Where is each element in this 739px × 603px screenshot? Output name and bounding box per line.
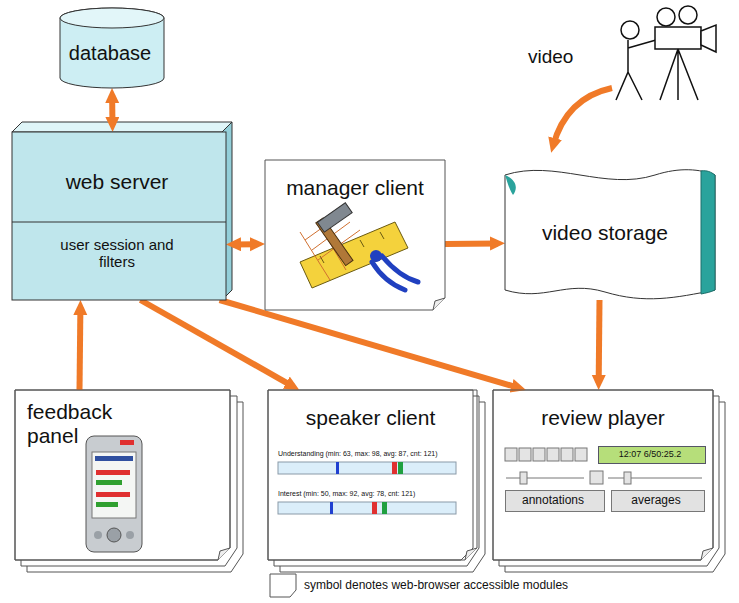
node-detail: Understanding (min: 63, max: 98, avg: 87… xyxy=(278,450,473,458)
player-button: averages xyxy=(611,490,705,512)
player-button: annotations xyxy=(505,490,605,512)
legend-text: symbol denotes web-browser accessible mo… xyxy=(304,578,568,592)
flow-arrow xyxy=(596,300,603,383)
pda-device xyxy=(86,436,142,552)
module-document: manager client xyxy=(265,160,445,310)
node-outline xyxy=(12,132,226,300)
flow-arrow xyxy=(445,240,498,247)
node-title: 12:07 6/50:25.2 xyxy=(598,449,702,459)
document-stack xyxy=(15,390,725,572)
node-title: web server xyxy=(12,170,222,194)
module-document: feedback panel xyxy=(15,390,230,560)
camera-operator xyxy=(616,6,716,100)
flow-arrow xyxy=(220,300,520,388)
node-title: video storage xyxy=(515,221,695,245)
feedback-bars xyxy=(278,462,456,514)
server-box-depth xyxy=(12,122,232,300)
flow-arrow xyxy=(109,95,115,125)
module-document: speaker clientUnderstanding (min: 63, ma… xyxy=(268,390,477,560)
server-box: web server user session and filters xyxy=(12,132,226,300)
node-title: speaker client xyxy=(278,406,463,430)
node-title: feedback panel xyxy=(27,400,112,448)
node-title: review player xyxy=(503,406,703,430)
module-document: review player 12:07 6/50:25.2 annotations a… xyxy=(493,390,713,560)
node-detail: user session and filters xyxy=(47,236,187,271)
node-title: manager client xyxy=(275,176,435,200)
node-title: database xyxy=(60,42,160,65)
legend-doc-icon xyxy=(270,574,296,597)
node-title: annotations xyxy=(505,494,601,508)
flow-arrow xyxy=(233,241,258,247)
storage-scroll: video storage xyxy=(505,165,715,300)
database-cylinder: database xyxy=(60,8,164,88)
node-detail: Interest (min: 50, max: 92, avg: 78, cnt… xyxy=(278,490,473,498)
flow-arrow xyxy=(77,307,84,390)
video-feed-arrow xyxy=(553,88,612,146)
flow-label: video xyxy=(528,46,573,68)
tools-icon xyxy=(300,203,418,290)
node-title: averages xyxy=(611,494,701,508)
time-display: 12:07 6/50:25.2 xyxy=(598,446,706,464)
